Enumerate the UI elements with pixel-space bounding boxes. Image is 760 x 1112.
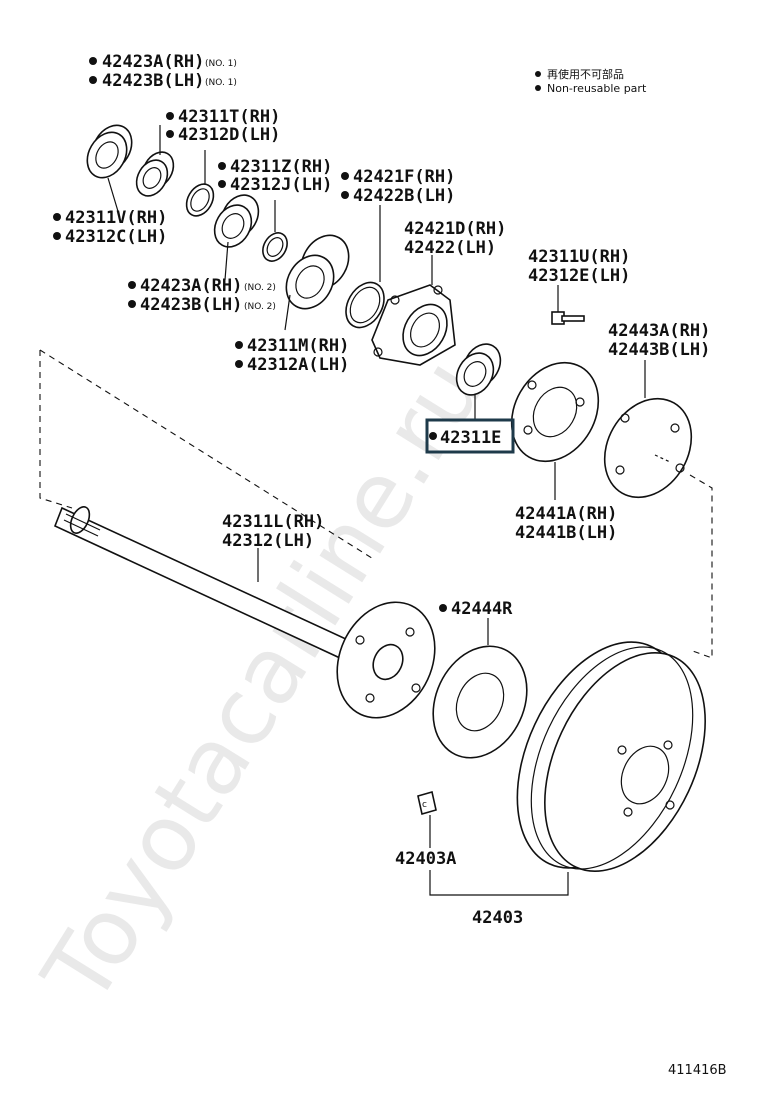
non-reusable-icon [218,180,226,188]
label-42421F[interactable]: 42421F(RH) [353,167,455,187]
non-reusable-icon [166,112,174,120]
label-no1: (NO. 1) [205,59,237,69]
non-reusable-icon [166,130,174,138]
label-42311T[interactable]: 42311T(RH) [178,107,280,127]
label-42444R[interactable]: 42444R [451,599,513,619]
label-42422[interactable]: 42422(LH) [404,238,496,258]
non-reusable-icon [235,360,243,368]
part-labels: 42423A(RH) (NO. 1) 42423B(LH) (NO. 1) 42… [53,52,710,928]
label-42311L[interactable]: 42311L(RH) [222,512,324,532]
bearing-spacer-part[interactable] [277,227,358,317]
legend-non-reusable-en: Non-reusable part [547,82,647,95]
bearing-retainer-part[interactable] [371,284,456,366]
label-42423A-no2[interactable]: 42423A(RH) [140,276,242,296]
legend-bullet-icon [535,71,541,77]
legend: 再使用不可部品 Non-reusable part [535,67,647,95]
legend-non-reusable-jp: 再使用不可部品 [547,67,624,81]
label-42441B[interactable]: 42441B(LH) [515,523,617,543]
non-reusable-icon [128,281,136,289]
non-reusable-icon [89,76,97,84]
label-42312[interactable]: 42312(LH) [222,531,314,551]
label-42421D[interactable]: 42421D(RH) [404,219,506,239]
non-reusable-icon [218,162,226,170]
figure-number: 411416B [668,1063,727,1078]
label-42443A[interactable]: 42443A(RH) [608,321,710,341]
brake-drum-part[interactable] [484,616,737,897]
hole-plug-part[interactable]: c [417,790,437,816]
label-42443B[interactable]: 42443B(LH) [608,340,710,360]
watermark: Toyotacarline.ru [22,341,503,1023]
hub-bolt-part[interactable] [551,311,585,325]
non-reusable-icon [235,341,243,349]
non-reusable-icon [341,172,349,180]
label-no2: (NO. 2) [244,283,276,293]
label-42423B-no1[interactable]: 42423B(LH) [102,71,204,91]
assembly-dashed-lines [39,349,713,659]
backing-plate-part[interactable] [494,347,615,477]
label-42311V[interactable]: 42311V(RH) [65,208,167,228]
bearing-no2-part[interactable] [207,188,265,253]
bearing-no1-part[interactable] [130,147,179,202]
o-ring-part[interactable] [338,276,391,335]
label-42403[interactable]: 42403 [472,908,523,928]
non-reusable-icon [439,604,447,612]
leader-lines [107,125,646,896]
non-reusable-icon [341,191,349,199]
label-42441A[interactable]: 42441A(RH) [515,504,617,524]
label-42403A[interactable]: 42403A [395,849,456,869]
label-42311U[interactable]: 42311U(RH) [528,247,630,267]
label-42312C[interactable]: 42312C(LH) [65,227,167,247]
label-42312A[interactable]: 42312A(LH) [247,355,349,375]
oil-seal-42311e-part[interactable] [449,337,507,401]
non-reusable-icon [53,213,61,221]
selected-part-highlight[interactable] [425,418,515,454]
label-42312D[interactable]: 42312D(LH) [178,125,280,145]
label-no2: (NO. 2) [244,302,276,312]
gasket-part[interactable] [587,383,708,513]
non-reusable-icon [53,232,61,240]
axle-flange-part[interactable] [319,586,453,734]
snap-ring-part[interactable] [181,179,219,220]
oil-seal-part[interactable] [79,118,139,185]
label-42423B-no2[interactable]: 42423B(LH) [140,295,242,315]
legend-bullet-icon [535,85,541,91]
label-42311E[interactable]: 42311E [440,428,501,448]
flange-gasket-part[interactable] [416,631,545,773]
spacer-ring-part[interactable] [258,229,292,266]
non-reusable-icon [429,432,437,440]
label-no1: (NO. 1) [205,78,237,88]
non-reusable-icon [128,300,136,308]
label-42311Z[interactable]: 42311Z(RH) [230,157,332,177]
non-reusable-icon [89,57,97,65]
label-42311M[interactable]: 42311M(RH) [247,336,349,356]
label-42312J[interactable]: 42312J(LH) [230,175,332,195]
label-42312E[interactable]: 42312E(LH) [528,266,630,286]
label-42422B[interactable]: 42422B(LH) [353,186,455,206]
label-42423A-no1[interactable]: 42423A(RH) [102,52,204,72]
svg-text:c: c [422,800,427,810]
